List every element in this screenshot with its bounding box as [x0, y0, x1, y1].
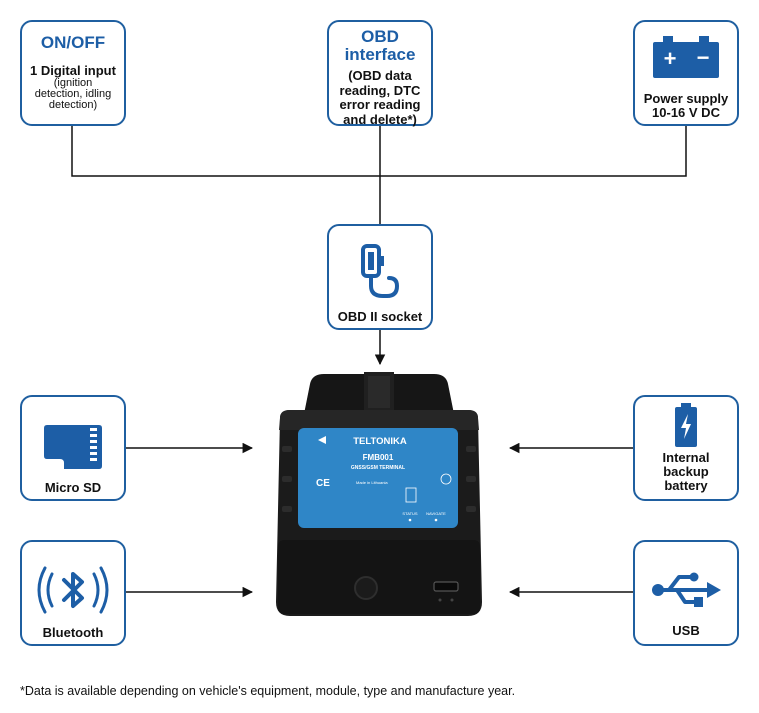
- obd-interface-desc-4: and delete*): [343, 111, 417, 127]
- teltonika-logo-icon: [318, 436, 326, 444]
- usb-icon: [652, 572, 721, 607]
- onoff-title: ON/OFF: [40, 33, 106, 52]
- microsd-label: Micro SD: [44, 480, 102, 495]
- onoff-box: ON/OFF 1 Digital input (ignition detecti…: [20, 20, 126, 126]
- obd-interface-title-2: interface: [344, 45, 416, 64]
- usb-label: USB: [672, 623, 700, 638]
- backup-battery-label-2: backup: [663, 464, 709, 479]
- device-brand: TELTONIKA: [353, 436, 407, 447]
- device-ce-mark: CE: [316, 478, 330, 489]
- device-front-button: [354, 576, 378, 600]
- microsd-box: Micro SD: [20, 395, 126, 501]
- device-subtitle: GNSS/GSM TERMINAL: [351, 465, 405, 471]
- footnote: *Data is available depending on vehicle'…: [20, 684, 516, 698]
- backup-battery-label-3: battery: [664, 478, 708, 493]
- obd-interface-desc-2: reading, DTC: [339, 82, 421, 98]
- obd-socket-label: OBD II socket: [337, 309, 423, 324]
- onoff-sub-2: detection, idling: [34, 88, 112, 100]
- usb-box: USB: [633, 540, 739, 646]
- device-usb-port: [433, 581, 459, 592]
- bluetooth-icon: [37, 566, 109, 614]
- car-battery-icon: + −: [653, 36, 719, 78]
- onoff-line: [71, 126, 687, 177]
- device-label-plate: [298, 428, 458, 528]
- battery-plus-sign: +: [664, 46, 677, 71]
- power-supply-label-1: Power supply: [643, 91, 729, 106]
- device-model: FMB001: [363, 453, 394, 462]
- battery-minus-sign: −: [697, 45, 710, 70]
- obd-plug-icon: [361, 244, 400, 298]
- onoff-label: 1 Digital input: [30, 63, 116, 78]
- onoff-sub-3: detection): [48, 99, 98, 111]
- obd-socket-box: OBD II socket: [327, 224, 433, 330]
- power-supply-label-2: 10-16 V DC: [652, 105, 720, 120]
- onoff-sub-1: (ignition: [53, 77, 93, 89]
- obd-interface-desc-3: error reading: [339, 97, 421, 112]
- obd-interface-title-1: OBD: [361, 27, 399, 46]
- microsd-card-icon: [44, 425, 102, 469]
- battery-icon: [675, 403, 697, 447]
- device-navigate-text: NAVIGATE: [426, 511, 446, 516]
- device-made-in: Made in Lithuania: [356, 480, 388, 485]
- obd-interface-box: OBD interface (OBD data reading, DTC err…: [327, 20, 433, 126]
- power-supply-box: + − Power supply 10-16 V DC: [633, 20, 739, 126]
- device-status-text: STATUS: [402, 511, 418, 516]
- backup-battery-label-1: Internal: [662, 450, 710, 465]
- backup-battery-box: Internal backup battery: [633, 395, 739, 501]
- fmb001-device: TELTONIKA FMB001 GNSS/GSM TERMINAL CE Ma…: [276, 372, 482, 616]
- bluetooth-box: Bluetooth: [20, 540, 126, 646]
- bluetooth-label: Bluetooth: [42, 625, 104, 640]
- obd-interface-desc-1: (OBD data: [348, 68, 412, 83]
